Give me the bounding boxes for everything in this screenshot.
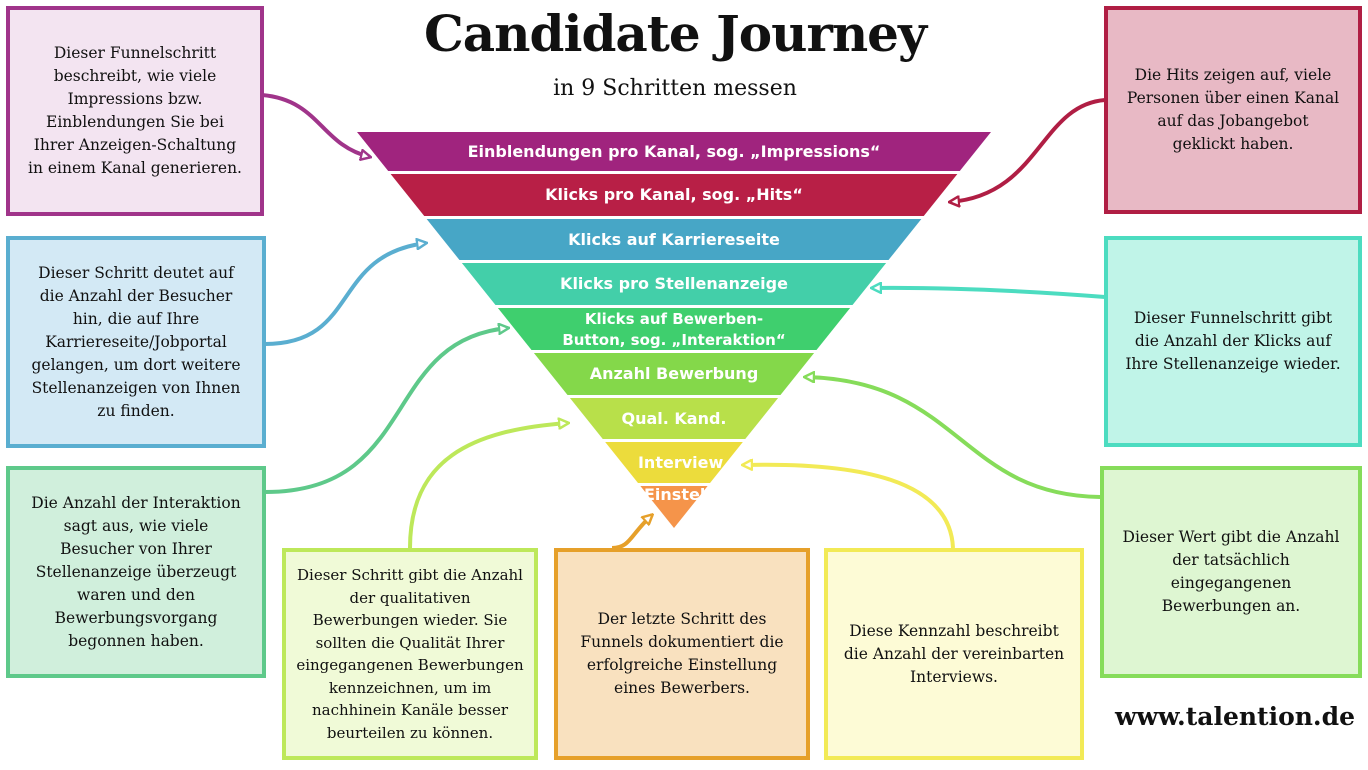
- funnel-stage-label-3: Klicks auf Karriereseite: [568, 229, 780, 249]
- connector-impressions: [261, 93, 370, 157]
- info-text-interaktion: Die Anzahl der Interaktion sagt aus, wie…: [31, 493, 241, 650]
- funnel-stage-2: [390, 174, 958, 216]
- funnel-stage-label-4: Klicks pro Stellenanzeige: [560, 274, 788, 293]
- info-box-interaktion: Die Anzahl der Interaktion sagt aus, wie…: [6, 466, 266, 678]
- funnel-stage-label-1: Einblendungen pro Kanal, sog. „Impressio…: [467, 141, 881, 161]
- info-text-karriereseite: Dieser Schritt deutet auf die Anzahl der…: [31, 263, 241, 420]
- connector-karriereseite: [264, 243, 426, 346]
- info-text-interviews: Diese Kennzahl beschreibt die Anzahl der…: [843, 621, 1065, 686]
- funnel-stage-3: [426, 219, 922, 260]
- info-text-hits: Die Hits zeigen auf, viele Personen über…: [1126, 66, 1340, 153]
- info-box-hits: Die Hits zeigen auf, viele Personen über…: [1104, 6, 1362, 214]
- connector-stellenanzeige: [872, 288, 1106, 299]
- funnel-stage-5: [497, 308, 851, 350]
- info-text-einstellung: Der letzte Schritt des Funnels dokumenti…: [580, 610, 784, 697]
- info-box-interviews: Diese Kennzahl beschreibt die Anzahl der…: [824, 548, 1084, 760]
- info-box-bewerbungen: Dieser Wert gibt die Anzahl der tatsächl…: [1100, 466, 1362, 678]
- funnel-stage-label-6: Anzahl Bewerbung: [589, 364, 759, 383]
- info-text-qualitativ: Dieser Schritt gibt die Anzahl der quali…: [296, 566, 524, 742]
- funnel-stage-4: [461, 263, 887, 305]
- funnel-stage-1: [357, 132, 991, 171]
- funnel-stage-label-7: Qual. Kand.: [621, 408, 727, 428]
- website-url: www.talention.de: [1114, 702, 1356, 731]
- funnel-stage-9: [640, 486, 708, 528]
- info-box-einstellung: Der letzte Schritt des Funnels dokumenti…: [554, 548, 810, 760]
- funnel-stage-6: [533, 353, 815, 395]
- connector-interaktion: [264, 328, 508, 494]
- connector-hits: [950, 98, 1106, 202]
- funnel-stage-8: [605, 442, 743, 483]
- info-text-bewerbungen: Dieser Wert gibt die Anzahl der tatsächl…: [1122, 528, 1340, 615]
- connector-bewerbungen: [805, 377, 1101, 499]
- connector-qualitativ: [408, 423, 568, 549]
- connector-interviews: [743, 465, 955, 549]
- info-box-qualitativ: Dieser Schritt gibt die Anzahl der quali…: [282, 548, 538, 760]
- info-box-karriereseite: Dieser Schritt deutet auf die Anzahl der…: [6, 236, 266, 448]
- info-box-stellenanzeige: Dieser Funnelschritt gibt die Anzahl der…: [1104, 236, 1362, 447]
- funnel-stage-label-5: Klicks auf Bewerben- Button, sog. „Inter…: [562, 310, 786, 349]
- funnel-stage-7: [569, 398, 779, 439]
- page-title: Candidate Journey: [423, 4, 927, 63]
- connector-einstellung: [611, 515, 652, 550]
- funnel-stage-label-9: Einstell: [644, 485, 704, 504]
- page-subtitle: in 9 Schritten messen: [553, 76, 797, 101]
- funnel-stage-label-8: Interview: [637, 452, 724, 472]
- info-text-stellenanzeige: Dieser Funnelschritt gibt die Anzahl der…: [1125, 309, 1341, 373]
- info-text-impressions: Dieser Funnelschritt beschreibt, wie vie…: [28, 44, 242, 177]
- funnel-stage-label-2: Klicks pro Kanal, sog. „Hits“: [545, 185, 803, 204]
- info-box-impressions: Dieser Funnelschritt beschreibt, wie vie…: [6, 6, 264, 216]
